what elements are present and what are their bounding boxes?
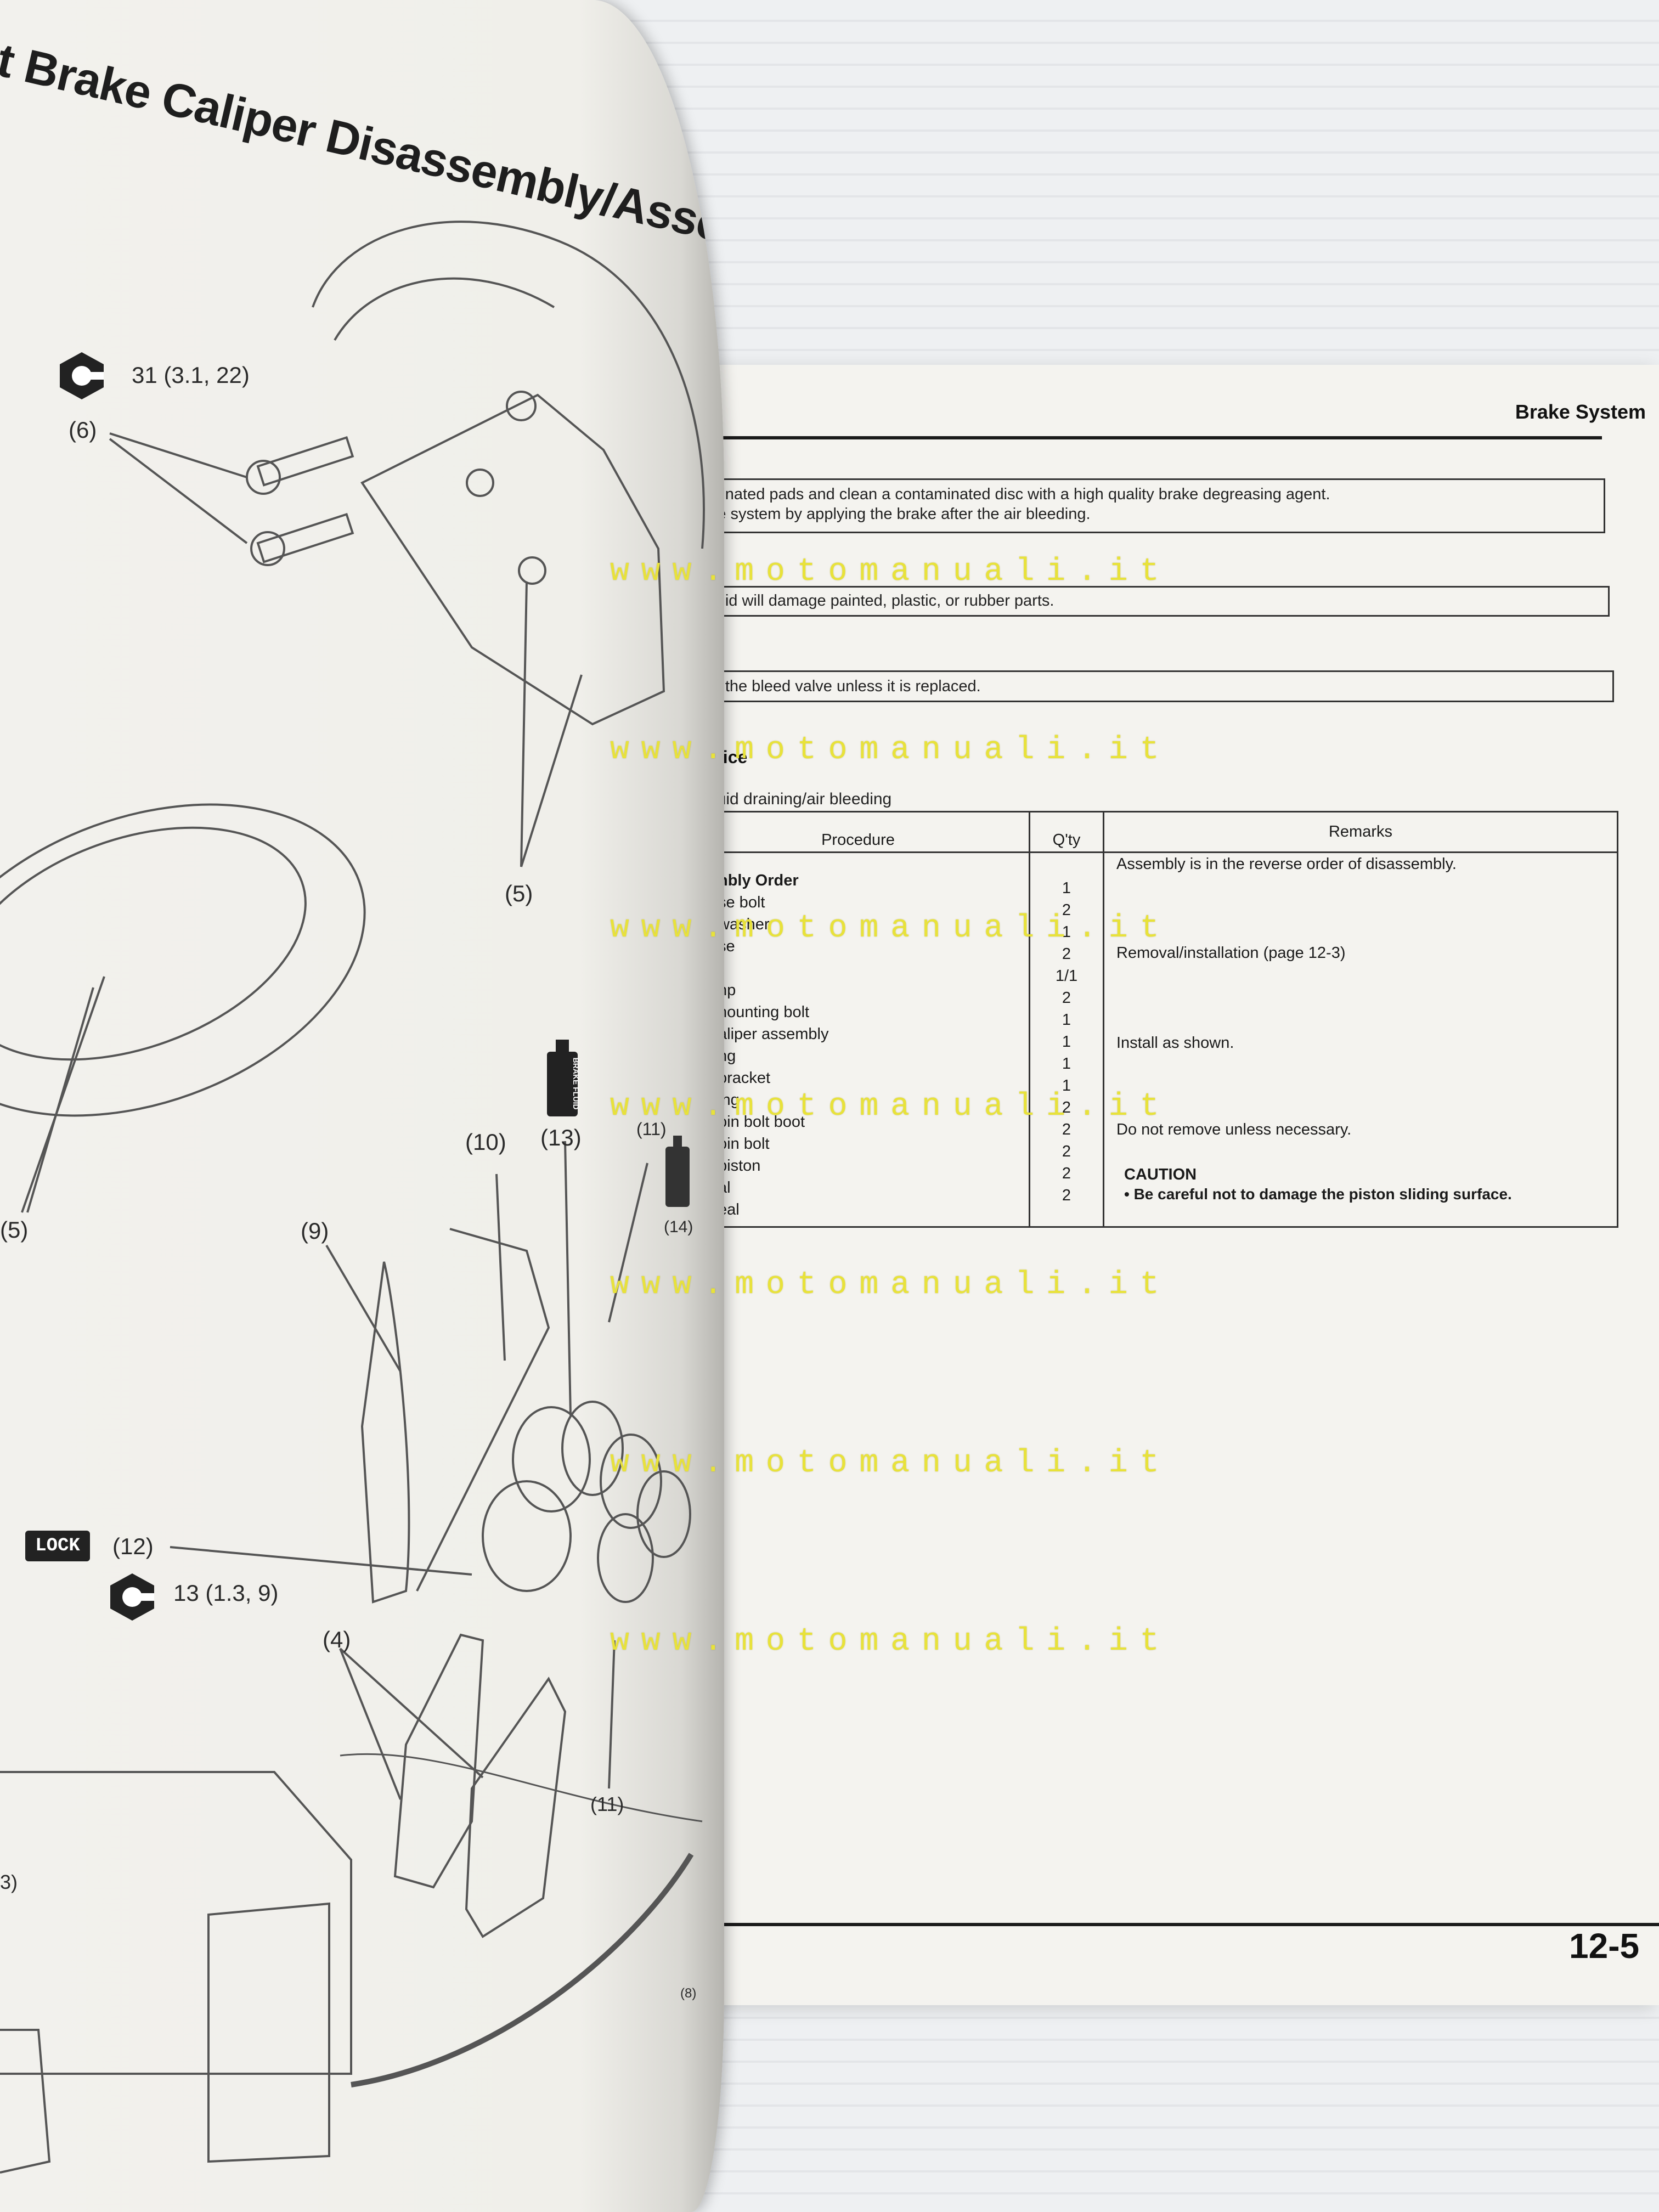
- service-subtitle: luid draining/air bleeding: [713, 790, 892, 808]
- watermark-3: www.motomanuali.it: [610, 911, 1171, 946]
- caliper-exploded-diagram: [0, 221, 705, 2174]
- header-remarks: Remarks: [1103, 811, 1618, 853]
- torque-spec-top: 31 (3.1, 22): [132, 362, 250, 388]
- note-3-line-1: ove the bleed valve unless it is replace…: [695, 678, 981, 695]
- table-header-row: Procedure Q'ty Remarks: [686, 811, 1618, 853]
- watermark-7: www.motomanuali.it: [610, 1624, 1171, 1660]
- remark-reverse-order: Assembly is in the reverse order of disa…: [1116, 855, 1457, 873]
- brake-fluid-bottle-icon: BRAKE FLUID: [547, 1040, 579, 1116]
- callout-3: 3): [0, 1871, 18, 1893]
- callout-8: (8): [680, 1986, 697, 2001]
- callout-11-bottom: (11): [590, 1793, 624, 1815]
- watermark-6: www.motomanuali.it: [610, 1446, 1171, 1481]
- qty-item: 1: [1062, 1011, 1071, 1029]
- qty-item: 1: [1062, 1055, 1071, 1073]
- grease-icon: [665, 1136, 690, 1207]
- callout-5-top: (5): [505, 881, 533, 906]
- remarks-column: Assembly is in the reverse order of disa…: [1103, 851, 1618, 1228]
- qty-item: 2: [1062, 945, 1071, 963]
- qty-item: 1: [1062, 1033, 1071, 1051]
- procedure-item: washer: [718, 916, 770, 933]
- note-box-3: ove the bleed valve unless it is replace…: [686, 670, 1614, 702]
- procedure-item: eal: [718, 1201, 740, 1218]
- procedure-table: Procedure Q'ty Remarks nbly Order se bol…: [686, 811, 1618, 1228]
- procedure-item: oracket: [718, 1069, 771, 1087]
- note-1-line-2: rake system by applying the brake after …: [695, 505, 1091, 523]
- qty-item: 2: [1062, 1143, 1071, 1160]
- caution-text: • Be careful not to damage the piston sl…: [1124, 1186, 1512, 1203]
- callout-11-top: (11): [636, 1119, 667, 1139]
- caution-title: CAUTION: [1124, 1166, 1197, 1183]
- qty-item: 1/1: [1055, 967, 1078, 985]
- callout-6: (6): [69, 417, 97, 443]
- procedure-item: piston: [718, 1157, 761, 1175]
- page-number: 12-5: [1569, 1926, 1640, 1966]
- section-header: Brake System: [1515, 400, 1646, 423]
- bottom-rule: [686, 1923, 1659, 1926]
- procedure-item: oin bolt boot: [718, 1113, 805, 1131]
- torque-wrench-icon: [60, 352, 104, 399]
- procedure-item: [718, 957, 1029, 979]
- remark-removal: Removal/installation (page 12-3): [1116, 944, 1346, 962]
- procedure-item: np: [718, 981, 736, 999]
- qty-item: 2: [1062, 1187, 1071, 1204]
- lock-icon: LOCK: [25, 1531, 90, 1561]
- order-label: nbly Order: [718, 872, 799, 889]
- qty-item: 1: [1062, 1077, 1071, 1094]
- header-qty: Q'ty: [1029, 811, 1104, 853]
- procedure-item: al: [718, 1179, 731, 1197]
- remark-do-not-remove: Do not remove unless necessary.: [1116, 1121, 1352, 1138]
- callout-14: (14): [664, 1218, 693, 1236]
- note-2-line-1: e fluid will damage painted, plastic, or…: [695, 592, 1054, 610]
- callout-12: (12): [112, 1533, 154, 1559]
- qty-item: 2: [1062, 1165, 1071, 1182]
- qty-item: 1: [1062, 879, 1071, 897]
- torque-wrench-icon-bottom: [110, 1573, 154, 1621]
- torque-spec-bottom: 13 (1.3, 9): [173, 1580, 279, 1606]
- procedure-item: oin bolt: [718, 1135, 770, 1153]
- callout-10: (10): [465, 1129, 506, 1155]
- watermark-1: www.motomanuali.it: [610, 554, 1171, 590]
- brake-fluid-label: BRAKE FLUID: [572, 1058, 579, 1110]
- callout-13: (13): [540, 1125, 582, 1150]
- procedure-item: nounting bolt: [718, 1003, 810, 1021]
- procedure-item: aliper assembly: [718, 1025, 829, 1043]
- watermark-5: www.motomanuali.it: [610, 1267, 1171, 1303]
- callout-5-left: (5): [0, 1217, 29, 1243]
- callout-9: (9): [301, 1218, 329, 1244]
- qty-item: 1: [1062, 923, 1071, 941]
- qty-item: 2: [1062, 901, 1071, 919]
- header-procedure: Procedure: [686, 811, 1030, 853]
- watermark-4: www.motomanuali.it: [610, 1089, 1171, 1125]
- watermark-2: www.motomanuali.it: [610, 732, 1171, 768]
- procedure-item: se bolt: [718, 894, 765, 911]
- header-rule: [686, 436, 1602, 439]
- note-box-1: taminated pads and clean a contaminated …: [686, 478, 1605, 533]
- left-page: t Brake Caliper Disassembly/Assembly: [0, 0, 724, 2212]
- qty-column: 1 2 1 2 1/1 2 1 1 1 1 2 2 2 2 2: [1029, 851, 1104, 1228]
- remark-install: Install as shown.: [1116, 1034, 1234, 1052]
- procedure-item: ng: [718, 1047, 736, 1065]
- note-1-line-1: taminated pads and clean a contaminated …: [695, 486, 1330, 503]
- note-box-2: e fluid will damage painted, plastic, or…: [686, 586, 1610, 617]
- qty-item: 2: [1062, 1121, 1071, 1138]
- qty-item: 2: [1062, 1099, 1071, 1116]
- qty-item: 2: [1062, 989, 1071, 1007]
- callout-4: (4): [323, 1627, 351, 1652]
